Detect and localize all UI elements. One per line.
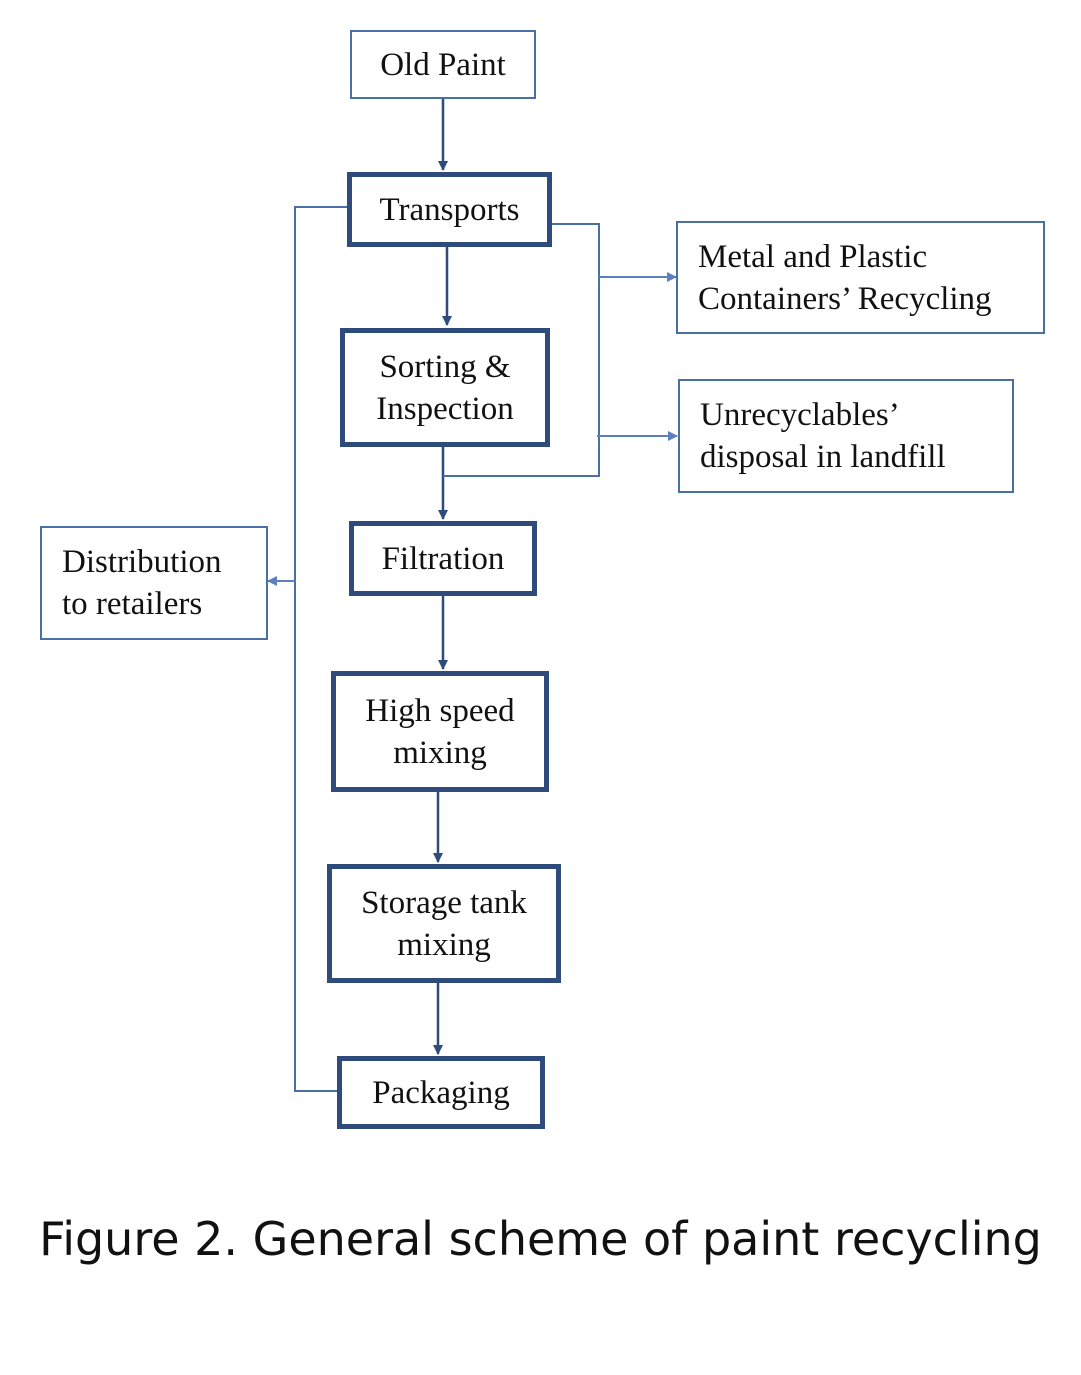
node-sorting-inspection: Sorting & Inspection [340, 328, 550, 447]
node-old-paint-label: Old Paint [380, 46, 506, 83]
node-landfill-label-1: Unrecyclables’ [700, 397, 900, 433]
node-high-speed-mixing: High speed mixing [331, 671, 549, 792]
node-containers-recycling: Metal and Plastic Containers’ Recycling [676, 221, 1045, 334]
node-storage-label-2: mixing [397, 926, 491, 963]
node-high-speed-label-1: High speed [365, 692, 515, 729]
node-storage-tank-mixing: Storage tank mixing [327, 864, 561, 983]
node-high-speed-label-2: mixing [393, 734, 487, 771]
node-transports: Transports [347, 172, 552, 247]
node-distribution: Distribution to retailers [40, 526, 268, 640]
node-old-paint: Old Paint [350, 30, 536, 99]
node-filtration: Filtration [349, 521, 537, 596]
node-containers-label-2: Containers’ Recycling [698, 280, 992, 317]
node-packaging-label: Packaging [372, 1074, 510, 1111]
node-distribution-label-1: Distribution [62, 544, 222, 580]
node-containers-label-1: Metal and Plastic [698, 238, 928, 275]
node-sorting-label-1: Sorting & [379, 348, 511, 385]
node-filtration-label: Filtration [381, 540, 505, 577]
node-sorting-label-2: Inspection [376, 390, 514, 427]
node-storage-label-1: Storage tank [361, 884, 527, 921]
node-landfill-disposal: Unrecyclables’ disposal in landfill [678, 379, 1014, 493]
node-distribution-label-2: to retailers [62, 586, 203, 622]
figure-caption: Figure 2. General scheme of paint recycl… [39, 1212, 1042, 1266]
node-landfill-label-2: disposal in landfill [700, 439, 946, 475]
node-packaging: Packaging [337, 1056, 545, 1129]
connector-left-loop [294, 206, 347, 1092]
node-transports-label: Transports [379, 191, 520, 228]
connector-transports-right [443, 223, 600, 477]
